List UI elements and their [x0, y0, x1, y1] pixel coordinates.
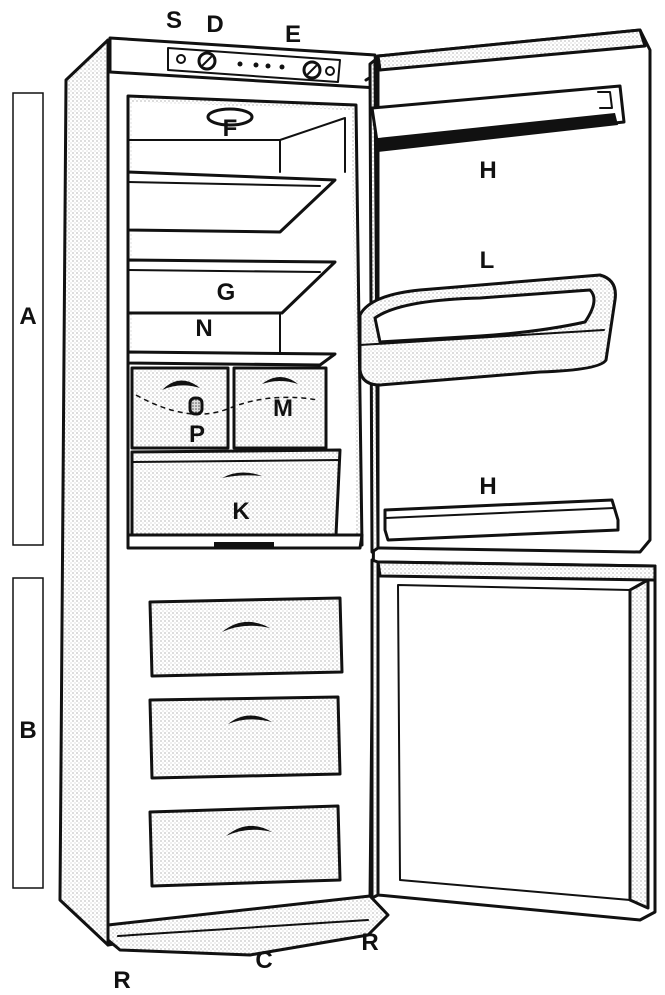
freezer-drawer-handle-3	[226, 825, 272, 836]
indicator-light-3	[265, 63, 271, 69]
cabinet-side-panel	[58, 38, 110, 947]
crisper-handle-m	[262, 377, 298, 384]
label-k: K	[232, 498, 250, 525]
light-unit-f	[206, 107, 254, 127]
fridge-door-top-rim	[376, 28, 647, 72]
freezer-drawer-2	[148, 695, 342, 780]
label-c: C	[255, 947, 272, 974]
freezer-drawer-1	[148, 596, 344, 678]
label-e: E	[285, 21, 301, 48]
control-screw-right	[325, 66, 335, 76]
freezer-drawer-3	[148, 804, 342, 888]
section-bar-b	[12, 577, 44, 889]
fridge-shelf-n	[126, 350, 337, 367]
freezer-drawer-handle-2	[228, 715, 272, 724]
label-d: D	[206, 11, 223, 38]
label-h-bottom: H	[479, 473, 496, 500]
section-bar-a	[12, 92, 44, 546]
label-s: S	[166, 7, 182, 34]
label-l: L	[480, 247, 495, 274]
thermostat-knob-e	[302, 60, 322, 80]
crisper-handle-p	[162, 380, 200, 390]
freezer-drawer-handle-1	[222, 621, 270, 632]
fridge-bottom-rim	[126, 533, 364, 550]
label-r-right: R	[361, 929, 378, 956]
humidity-control-p	[188, 396, 204, 416]
freezer-door-lower	[376, 560, 657, 922]
freezer-door-top-rim	[376, 560, 657, 582]
drawer-handle-k	[222, 472, 262, 478]
door-shelf-h-top-lip	[378, 113, 618, 152]
fridge-shelf-g	[126, 258, 337, 315]
label-r-left: R	[113, 967, 130, 994]
label-g: G	[217, 279, 236, 306]
fridge-shelf-1	[126, 170, 337, 234]
label-h-top: H	[479, 157, 496, 184]
label-p: P	[189, 421, 205, 448]
label-f: F	[223, 115, 238, 142]
label-n: N	[195, 315, 212, 342]
label-m: M	[273, 395, 293, 422]
control-panel-inset	[167, 47, 341, 83]
control-screw-s	[176, 54, 186, 64]
crisper-drawer-p	[130, 366, 230, 450]
label-a: A	[19, 303, 36, 330]
label-b: B	[19, 717, 36, 744]
indicator-light-4	[279, 64, 285, 70]
freezer-door-edge	[370, 558, 380, 900]
crisper-drawer-m	[232, 366, 328, 450]
thermostat-knob-d	[197, 51, 217, 71]
indicator-light-1	[237, 61, 243, 67]
indicator-light-2	[253, 62, 259, 68]
